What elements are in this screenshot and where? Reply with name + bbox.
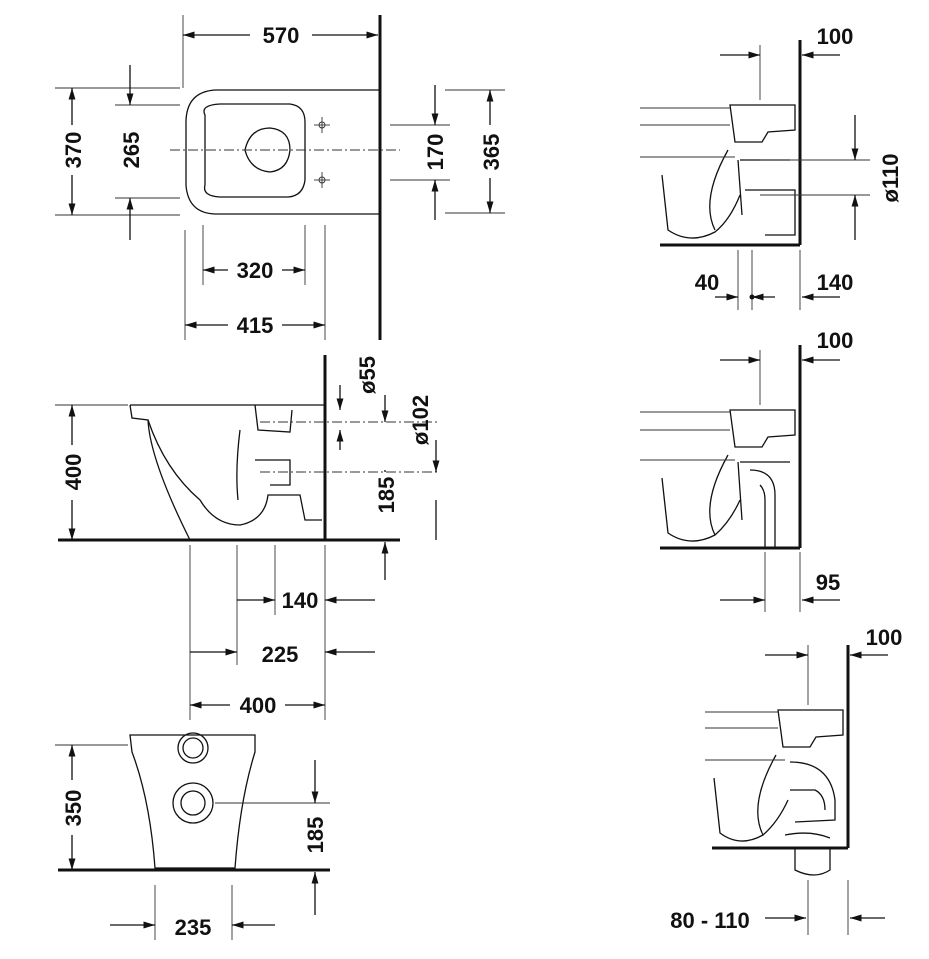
dim-95: 95 bbox=[816, 570, 840, 595]
dim-225: 225 bbox=[262, 642, 299, 667]
dim-100-a: 100 bbox=[817, 24, 854, 49]
dim-dia-102: ø102 bbox=[408, 395, 433, 445]
side-view: 400 ø55 ø102 185 140 225 400 bbox=[55, 355, 440, 720]
dim-415: 415 bbox=[237, 313, 274, 338]
bowl-drain bbox=[244, 127, 291, 173]
dim-320: 320 bbox=[237, 258, 274, 283]
dim-140-a: 140 bbox=[817, 270, 854, 295]
dim-265: 265 bbox=[119, 132, 144, 169]
dim-185-front: 185 bbox=[303, 817, 328, 854]
dim-350: 350 bbox=[61, 790, 86, 827]
front-view: 350 185 235 bbox=[55, 732, 330, 940]
dim-40: 40 bbox=[695, 270, 719, 295]
dim-185-side: 185 bbox=[374, 477, 399, 514]
variant-b-vertical-outlet: 100 95 bbox=[640, 328, 853, 612]
variant-c-s-trap-outlet: 100 80 - 110 bbox=[670, 625, 902, 935]
top-view: 570 370 265 170 365 320 415 bbox=[55, 15, 505, 340]
dim-dia-55: ø55 bbox=[355, 356, 380, 394]
dim-370: 370 bbox=[61, 132, 86, 169]
dim-80-110: 80 - 110 bbox=[670, 908, 750, 933]
variant-a-horizontal-outlet: 100 ø110 40 140 bbox=[640, 24, 903, 310]
dim-170: 170 bbox=[423, 134, 448, 171]
dim-235: 235 bbox=[175, 915, 212, 940]
dim-100-c: 100 bbox=[866, 625, 903, 650]
dim-400-height: 400 bbox=[61, 454, 86, 491]
dim-570: 570 bbox=[263, 23, 300, 48]
dim-365: 365 bbox=[479, 134, 504, 171]
dim-dia-110: ø110 bbox=[878, 154, 903, 203]
dim-400-length: 400 bbox=[240, 693, 277, 718]
dim-100-b: 100 bbox=[817, 328, 854, 353]
bowl-inner bbox=[203, 103, 306, 198]
dim-140-side: 140 bbox=[282, 588, 319, 613]
bowl-outline bbox=[185, 89, 380, 215]
